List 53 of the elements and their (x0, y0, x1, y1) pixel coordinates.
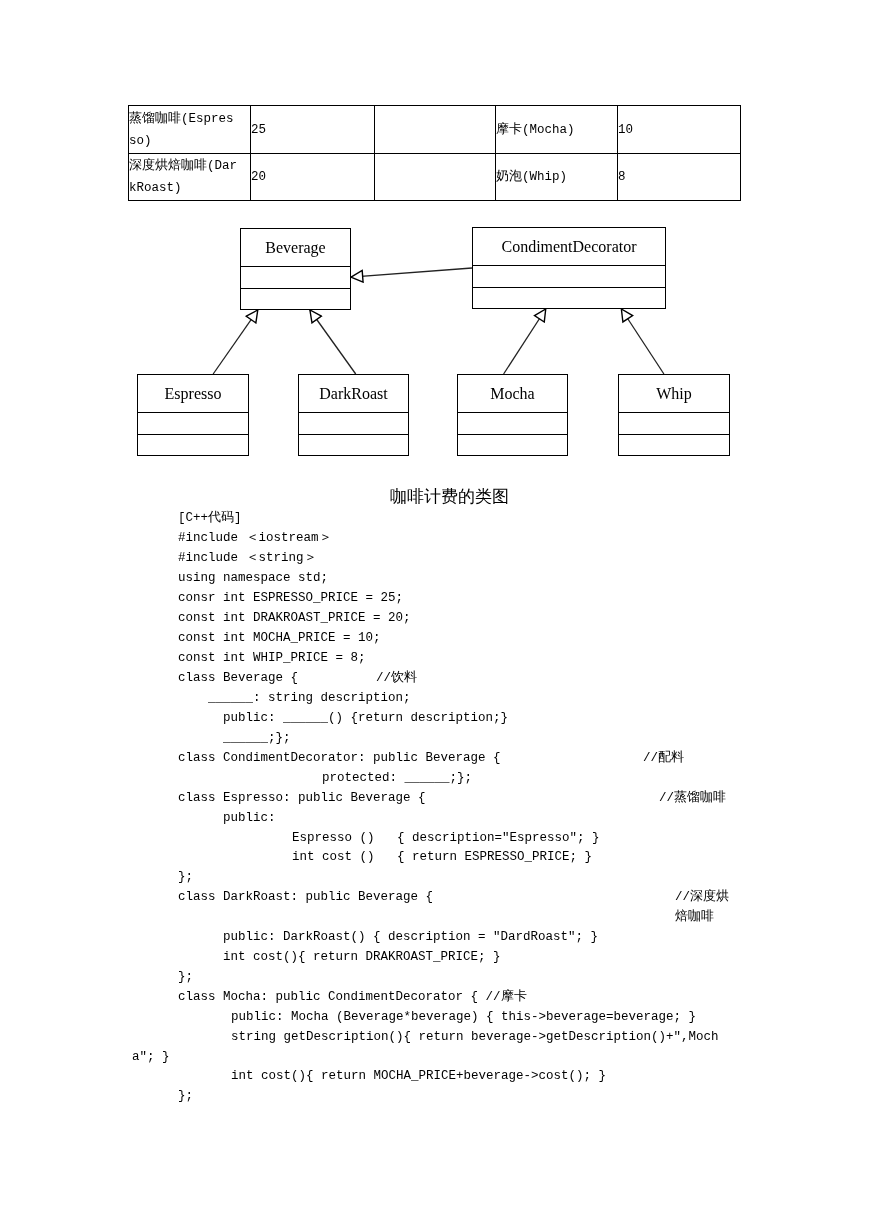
class-box (618, 374, 730, 456)
code-line: int cost(){ return MOCHA_PRICE+beverage->cost(); } (231, 1068, 607, 1085)
table-cell: 深度烘焙咖啡(DarkRoast) (128, 153, 251, 201)
code-line: class Beverage { (178, 670, 299, 687)
code-comment: //饮料 (376, 669, 417, 687)
code-line: consr int ESPRESSO_PRICE = 25; (178, 590, 404, 607)
code-line: }; (178, 869, 193, 886)
code-line: }; (178, 969, 193, 986)
class-box (457, 374, 568, 456)
class-box (137, 374, 249, 456)
code-line: ______;}; (223, 730, 291, 747)
class-name: Espresso (164, 383, 222, 405)
code-line: #include ＜string＞ (178, 550, 317, 567)
code-line: [C++代码] (178, 509, 242, 527)
code-line: int cost(){ return DRAKROAST_PRICE; } (223, 949, 501, 966)
code-line: protected: ______;}; (322, 770, 473, 787)
class-box (240, 228, 351, 310)
code-line: class DarkRoast: public Beverage { (178, 889, 434, 906)
code-comment: //蒸馏咖啡 (659, 789, 726, 807)
code-line: public: DarkRoast() { description = "DardRoast"; } (223, 929, 599, 946)
code-line: public: (223, 810, 276, 827)
code-line: const int MOCHA_PRICE = 10; (178, 630, 381, 647)
code-line: int cost () { return ESPRESSO_PRICE; } (292, 849, 593, 866)
inheritance-arrow (212, 309, 259, 375)
code-comment: //深度烘焙咖啡 (675, 888, 730, 926)
class-name: DarkRoast (319, 383, 388, 404)
table-cell: 8 (617, 153, 741, 201)
code-line: using namespace std; (178, 570, 329, 587)
code-line: Espresso () { description="Espresso"; } (292, 830, 600, 847)
class-name: Whip (656, 383, 692, 405)
code-line: public: ______() {return description;} (223, 710, 509, 727)
inheritance-arrow (620, 308, 665, 375)
diagram-caption: 咖啡计费的类图 (390, 486, 509, 508)
class-name: CondimentDecorator (501, 236, 637, 257)
code-line: class Espresso: public Beverage { (178, 790, 426, 807)
inheritance-arrow (309, 309, 357, 375)
inheritance-arrow (350, 267, 473, 283)
code-line: class CondimentDecorator: public Beverage { (178, 750, 501, 767)
table-cell: 10 (617, 105, 741, 154)
code-line: class Mocha: public CondimentDecorator { //摩卡 (178, 988, 527, 1006)
code-line: #include ＜iostream＞ (178, 530, 332, 547)
table-cell: 蒸馏咖啡(Espresso) (128, 105, 251, 154)
class-box (298, 374, 409, 456)
code-line: ______: string description; (208, 690, 411, 707)
code-line: const int DRAKROAST_PRICE = 20; (178, 610, 411, 627)
class-name: Mocha (490, 383, 535, 404)
code-line: const int WHIP_PRICE = 8; (178, 650, 366, 667)
class-name: Beverage (265, 237, 326, 259)
code-comment: //配料 (643, 749, 684, 767)
inheritance-arrow (502, 308, 547, 375)
class-box (472, 227, 666, 309)
code-line: public: Mocha (Beverage*beverage) { this->beverage=beverage; } (231, 1009, 697, 1026)
code-line: }; (178, 1088, 193, 1105)
